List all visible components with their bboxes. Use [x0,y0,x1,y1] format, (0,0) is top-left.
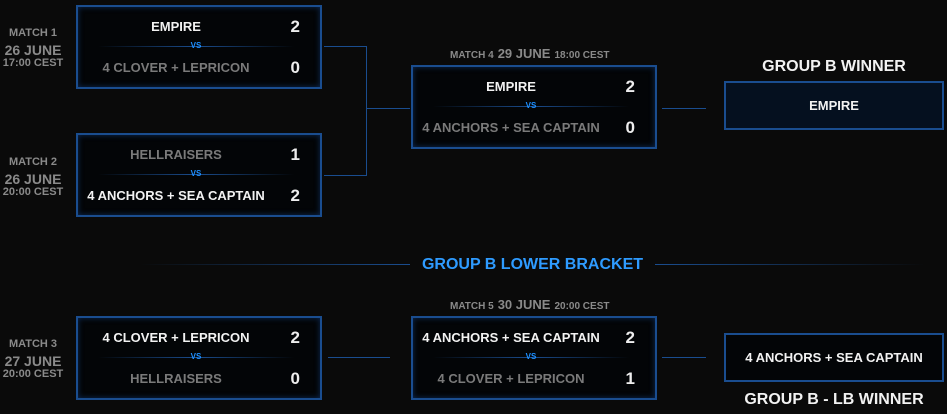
team-1: EMPIRE [486,79,536,94]
vs-label: VS [525,101,537,110]
score-1: 2 [625,77,635,96]
score-2: 0 [625,118,635,137]
team-1: EMPIRE [151,19,201,34]
match-date: 27 JUNE [4,353,62,369]
match-2-card[interactable]: HELLRAISERS 1 VS 4 ANCHORS + SEA CAPTAIN 2 [76,133,322,217]
score-2: 2 [290,186,300,205]
score-1: 2 [625,328,635,347]
match-5-card[interactable]: 4 ANCHORS + SEA CAPTAIN 2 VS 4 CLOVER + L… [411,316,657,400]
match-label: MATCH 5 [450,301,494,312]
divider [98,174,294,175]
team-1: HELLRAISERS [130,147,222,162]
winner-title: GROUP B WINNER [762,58,906,75]
match-4-card[interactable]: EMPIRE 2 VS 4 ANCHORS + SEA CAPTAIN 0 [411,65,657,149]
vs-label: VS [190,169,202,178]
match-date: 26 JUNE [4,42,62,58]
team-2: 4 ANCHORS + SEA CAPTAIN [422,120,600,135]
team-2: 4 ANCHORS + SEA CAPTAIN [87,188,265,203]
lower-bracket-title: GROUP B LOWER BRACKET [421,256,644,273]
score-1: 2 [290,328,300,347]
connector [324,46,366,47]
match-time: 17:00 CEST [2,57,64,69]
match-label: MATCH 2 [8,156,58,168]
vs-label: VS [190,41,202,50]
divider [433,357,629,358]
score-2: 1 [625,369,635,388]
team-1: 4 ANCHORS + SEA CAPTAIN [422,330,600,345]
divider [655,264,925,265]
divider [140,264,410,265]
match-1-card[interactable]: EMPIRE 2 VS 4 CLOVER + LEPRICON 0 [76,5,322,89]
match-time: 20:00 CEST [554,301,610,312]
lb-winner-title: GROUP B - LB WINNER [744,391,924,408]
divider [433,106,629,107]
match-label: MATCH 3 [8,338,58,350]
match-date: 29 JUNE [497,46,551,61]
team-2: 4 CLOVER + LEPRICON [102,60,250,75]
vs-label: VS [525,352,537,361]
lb-winner-box: 4 ANCHORS + SEA CAPTAIN [724,333,944,382]
team-2: HELLRAISERS [130,371,222,386]
connector [662,108,706,109]
divider [98,46,294,47]
match-date: 30 JUNE [497,297,551,312]
connector [366,108,410,109]
winner-box: EMPIRE [724,81,944,130]
vs-label: VS [190,352,202,361]
connector [366,46,367,176]
connector [328,357,390,358]
match-time: 20:00 CEST [2,186,64,198]
match-date: 26 JUNE [4,171,62,187]
team-2: 4 CLOVER + LEPRICON [437,371,585,386]
connector [324,175,366,176]
score-1: 1 [290,145,300,164]
team-1: 4 CLOVER + LEPRICON [102,330,250,345]
score-1: 2 [290,17,300,36]
match-time: 20:00 CEST [2,368,64,380]
score-2: 0 [290,369,300,388]
score-2: 0 [290,58,300,77]
match-label: MATCH 4 [450,50,494,61]
match-time: 18:00 CEST [554,50,610,61]
connector [662,357,706,358]
match-3-card[interactable]: 4 CLOVER + LEPRICON 2 VS HELLRAISERS 0 [76,316,322,400]
match-label: MATCH 1 [8,27,58,39]
divider [98,357,294,358]
